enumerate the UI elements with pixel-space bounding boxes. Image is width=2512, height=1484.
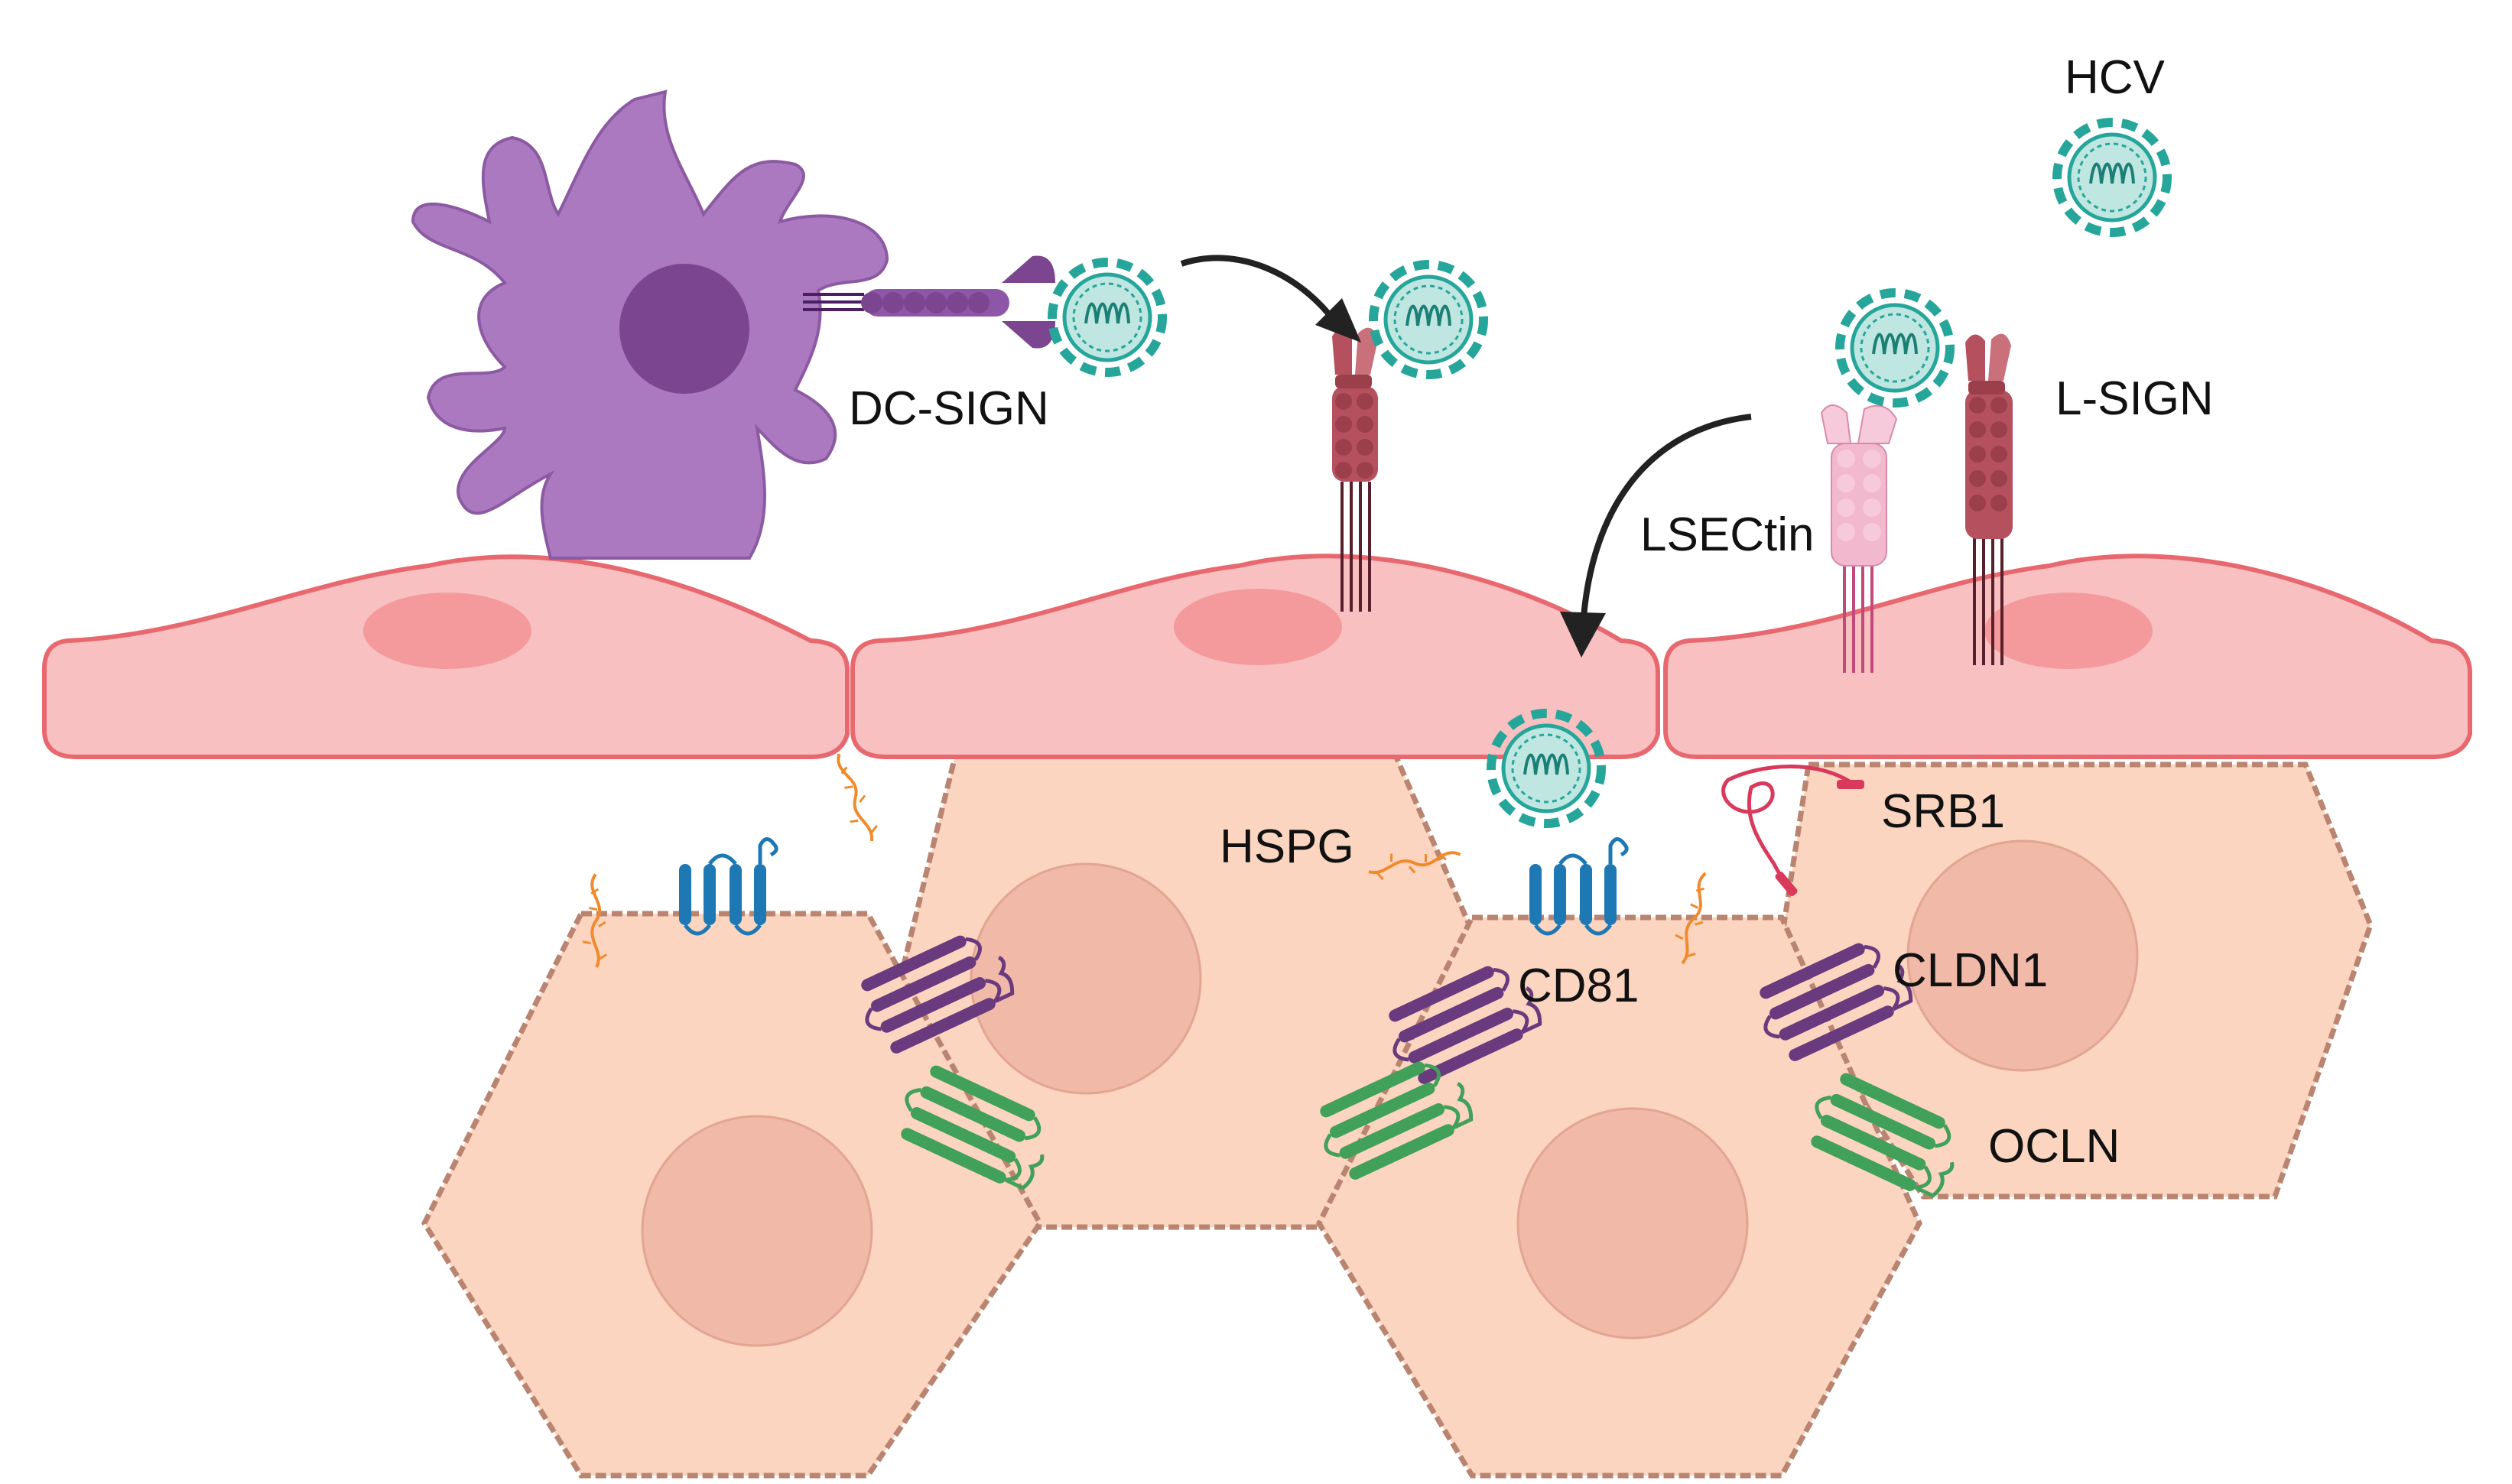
endothelial-cell-left	[42, 554, 850, 759]
hcv-label: HCV	[2065, 51, 2166, 104]
hcv-virion-free	[2057, 122, 2167, 232]
hspg-strand-2	[816, 752, 889, 847]
endothelial-cell-right	[1663, 554, 2472, 759]
hcv-virion-dc	[1052, 262, 1162, 372]
dc-sign-receptor	[803, 255, 1055, 349]
cd81-label: CD81	[1518, 960, 1639, 1012]
cldn1-label: CLDN1	[1893, 944, 2048, 997]
dc-sign-label: DC-SIGN	[849, 382, 1049, 435]
arrow-dc-to-lsec	[1180, 255, 1361, 343]
dendritic-cell	[411, 89, 889, 560]
arrow-lsec-to-hepatocyte	[1560, 414, 1752, 658]
hcv-virion-lsign	[1840, 293, 1950, 403]
l-sign-receptor-center	[1332, 327, 1378, 612]
ocln-label: OCLN	[1988, 1120, 2120, 1173]
srb1-receptor	[1721, 765, 1864, 897]
l-sign-label: L-SIGN	[2055, 372, 2214, 425]
hepatocyte-front-left	[421, 911, 1044, 1479]
lsectin-label: LSECtin	[1640, 508, 1814, 561]
hepatocyte-back-right	[1775, 761, 2374, 1200]
hcv-virion-lsec	[1373, 265, 1483, 375]
endothelial-cell-center	[850, 554, 1660, 759]
lsectin-receptor	[1820, 404, 1898, 673]
l-sign-receptor-right	[1965, 333, 2013, 665]
srb1-label: SRB1	[1881, 785, 2005, 838]
hspg-label: HSPG	[1220, 820, 1354, 873]
